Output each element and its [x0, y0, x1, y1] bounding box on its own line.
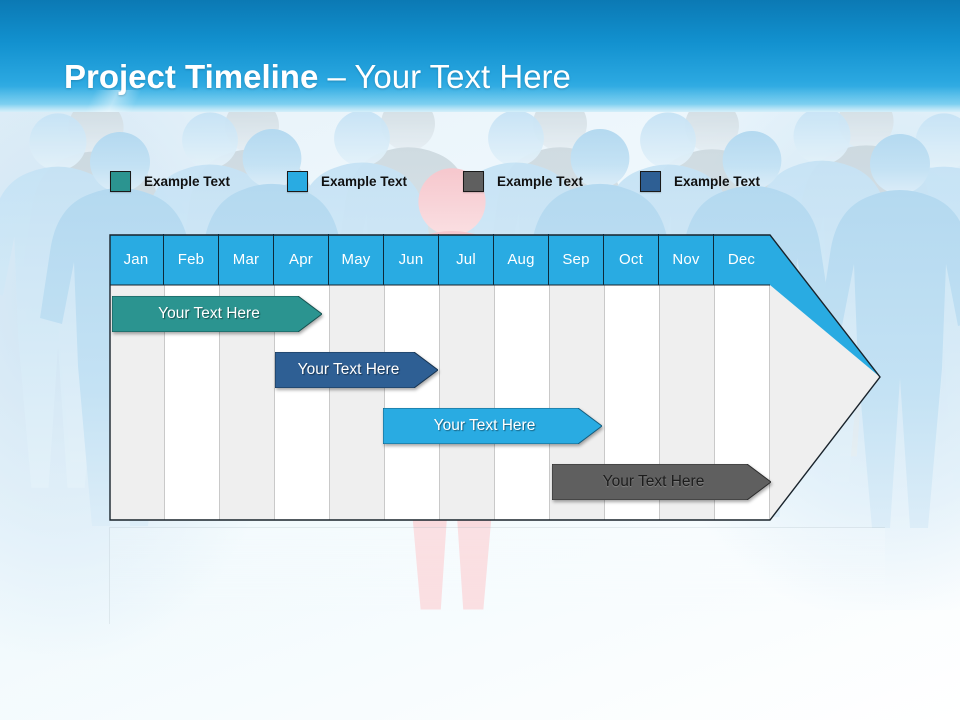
legend-swatch-dark-blue-icon: [640, 170, 661, 192]
month-cell-jul[interactable]: Jul: [439, 234, 494, 285]
timeline-bar-4[interactable]: Your Text Here: [552, 464, 771, 500]
banner-sheen: [0, 86, 960, 112]
month-cell-jun[interactable]: Jun: [384, 234, 439, 285]
timeline-bar-2[interactable]: Your Text Here: [275, 352, 438, 388]
month-cell-mar[interactable]: Mar: [219, 234, 274, 285]
chart-reflection: [109, 527, 885, 624]
page-title-rest: – Your Text Here: [318, 58, 571, 95]
page-title: Project Timeline – Your Text Here: [64, 58, 571, 96]
month-cell-may[interactable]: May: [329, 234, 384, 285]
month-cell-oct[interactable]: Oct: [604, 234, 659, 285]
legend-item-3[interactable]: Example Text: [463, 168, 583, 194]
legend-item-4[interactable]: Example Text: [640, 168, 760, 194]
legend-label-4: Example Text: [674, 173, 761, 189]
legend-item-2[interactable]: Example Text: [287, 168, 407, 194]
month-cell-nov[interactable]: Nov: [659, 234, 714, 285]
timeline-bar-3[interactable]: Your Text Here: [383, 408, 602, 444]
timeline-bar-2-label: Your Text Here: [297, 361, 400, 378]
month-cell-feb[interactable]: Feb: [164, 234, 219, 285]
month-cell-sep[interactable]: Sep: [549, 234, 604, 285]
timeline-bars: Your Text Here Your Text Here Your Text …: [109, 285, 884, 526]
timeline-bar-1-label: Your Text Here: [158, 305, 260, 322]
month-cell-aug[interactable]: Aug: [494, 234, 549, 285]
legend-label-2: Example Text: [321, 173, 408, 189]
timeline-chart: Jan Feb Mar Apr May Jun Jul Aug Sep Oct …: [109, 234, 884, 526]
timeline-bar-1[interactable]: Your Text Here: [112, 296, 322, 332]
page-title-bold: Project Timeline: [64, 58, 319, 95]
month-cell-jan[interactable]: Jan: [109, 234, 164, 285]
timeline-bar-3-label: Your Text Here: [433, 417, 536, 434]
legend-swatch-light-blue-icon: [287, 170, 308, 192]
legend-swatch-gray-icon: [463, 170, 484, 192]
legend-swatch-teal-icon: [110, 170, 131, 192]
legend-item-1[interactable]: Example Text: [110, 168, 230, 194]
month-header-row: Jan Feb Mar Apr May Jun Jul Aug Sep Oct …: [109, 234, 770, 285]
legend-label-1: Example Text: [144, 173, 231, 189]
title-banner: [0, 0, 960, 112]
legend: Example Text Example Text Example Text E…: [110, 168, 810, 196]
legend-label-3: Example Text: [497, 173, 584, 189]
month-cell-dec[interactable]: Dec: [727, 251, 756, 268]
month-cell-apr[interactable]: Apr: [274, 234, 329, 285]
banner-streak: [56, 90, 176, 112]
timeline-bar-4-label: Your Text Here: [602, 473, 705, 490]
